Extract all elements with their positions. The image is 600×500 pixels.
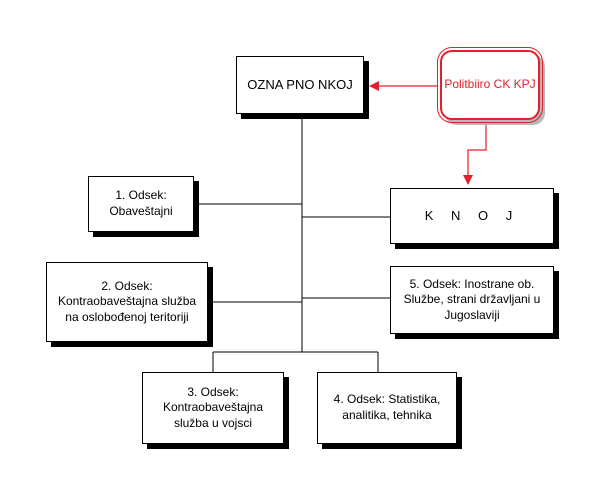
node-ozna-label: OZNA PNO NKOJ — [247, 76, 353, 92]
node-odsek-4-label: 4. Odsek: Statistika, analitika, tehnika — [333, 392, 441, 422]
node-odsek-1-label: 1. Odsek: Obaveštajni — [109, 188, 173, 218]
node-odsek-3: 3. Odsek: Kontraobaveštajna služba u voj… — [142, 372, 284, 444]
node-odsek-2: 2. Odsek: Kontraobaveštajna služba na os… — [46, 262, 208, 342]
arrow-politbiro-to-knoj — [463, 122, 487, 185]
node-politbiro: Politbiiro CK KPJ — [437, 47, 543, 123]
node-knoj-label: K N O J — [424, 207, 520, 223]
node-knoj: K N O J — [390, 188, 554, 244]
node-odsek-1: 1. Odsek: Obaveštajni — [88, 176, 194, 232]
node-odsek-4: 4. Odsek: Statistika, analitika, tehnika — [317, 372, 457, 444]
node-odsek-5: 5. Odsek: Inostrane ob. Službe, strani d… — [390, 266, 554, 334]
node-politbiro-label: Politbiiro CK KPJ — [444, 77, 536, 92]
node-odsek-5-label: 5. Odsek: Inostrane ob. Službe, strani d… — [403, 276, 541, 322]
node-odsek-2-label: 2. Odsek: Kontraobaveštajna služba na os… — [57, 278, 197, 324]
node-ozna-pno-nkoj: OZNA PNO NKOJ — [236, 56, 364, 114]
node-odsek-3-label: 3. Odsek: Kontraobaveštajna služba u voj… — [162, 384, 264, 430]
